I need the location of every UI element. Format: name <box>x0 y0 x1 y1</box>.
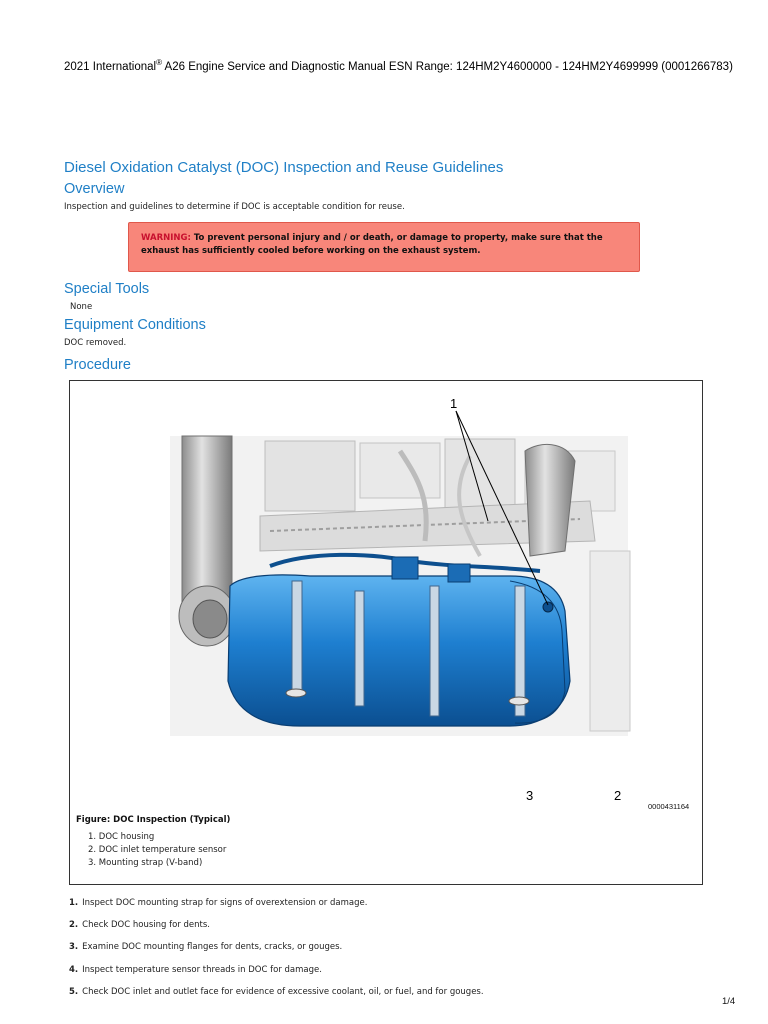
step-text: Check DOC housing for dents. <box>82 920 210 931</box>
step-number: 4. <box>69 964 79 975</box>
header-prefix: 2021 International <box>64 60 157 73</box>
legend-item: 1. DOC housing <box>88 832 155 842</box>
procedure-step: 5.Check DOC inlet and outlet face for ev… <box>69 986 484 1008</box>
procedure-step: 1.Inspect DOC mounting strap for signs o… <box>69 897 484 919</box>
warning-label: WARNING: <box>141 233 191 243</box>
equipment-conditions-heading: Equipment Conditions <box>64 317 206 333</box>
overview-heading: Overview <box>64 181 125 197</box>
callout-1: 1 <box>450 396 458 411</box>
page-title: Diesel Oxidation Catalyst (DOC) Inspecti… <box>64 159 504 176</box>
step-text: Inspect DOC mounting strap for signs of … <box>82 898 368 908</box>
warning-box: WARNING: To prevent personal injury and … <box>128 222 640 272</box>
step-number: 1. <box>69 898 79 908</box>
callout-2: 2 <box>614 788 622 803</box>
header-suffix: A26 Engine Service and Diagnostic Manual… <box>161 60 733 73</box>
step-text: Check DOC inlet and outlet face for evid… <box>82 986 484 997</box>
figure-image-id: 0000431164 <box>648 802 690 811</box>
procedure-heading: Procedure <box>64 357 131 373</box>
procedure-step: 2.Check DOC housing for dents. <box>69 919 484 941</box>
warning-text: To prevent personal injury and / or deat… <box>141 233 603 256</box>
exhaust-pipe-right <box>524 443 576 557</box>
special-tools-heading: Special Tools <box>64 281 150 297</box>
doc-inspection-figure: 1 3 2 0000431164 Figure: DOC Inspection … <box>69 380 703 885</box>
callout-3: 3 <box>526 788 534 803</box>
document-header: 2021 International® A26 Engine Service a… <box>64 58 733 73</box>
step-text: Examine DOC mounting flanges for dents, … <box>82 942 343 953</box>
procedure-step: 4.Inspect temperature sensor threads in … <box>69 964 484 986</box>
figure-caption: Figure: DOC Inspection (Typical) <box>76 815 231 825</box>
figure-legend: 1. DOC housing 2. DOC inlet temperature … <box>88 831 226 870</box>
callout-leaders <box>455 410 549 606</box>
doc-illustration <box>170 410 631 736</box>
page-number: 1/4 <box>722 996 736 1007</box>
step-number: 3. <box>69 942 79 953</box>
overview-text: Inspection and guidelines to determine i… <box>64 202 405 212</box>
legend-item: 3. Mounting strap (V-band) <box>88 858 203 868</box>
equipment-conditions-text: DOC removed. <box>64 338 127 348</box>
legend-item: 2. DOC inlet temperature sensor <box>88 845 227 855</box>
registered-mark: ® <box>156 58 162 67</box>
doc-housing <box>227 552 571 727</box>
step-number: 5. <box>69 986 79 997</box>
exhaust-pipe-left <box>178 435 236 647</box>
procedure-steps: 1.Inspect DOC mounting strap for signs o… <box>69 897 484 1008</box>
step-number: 2. <box>69 920 79 931</box>
procedure-step: 3.Examine DOC mounting flanges for dents… <box>69 941 484 963</box>
special-tools-text: None <box>70 302 93 312</box>
step-text: Inspect temperature sensor threads in DO… <box>82 964 322 975</box>
